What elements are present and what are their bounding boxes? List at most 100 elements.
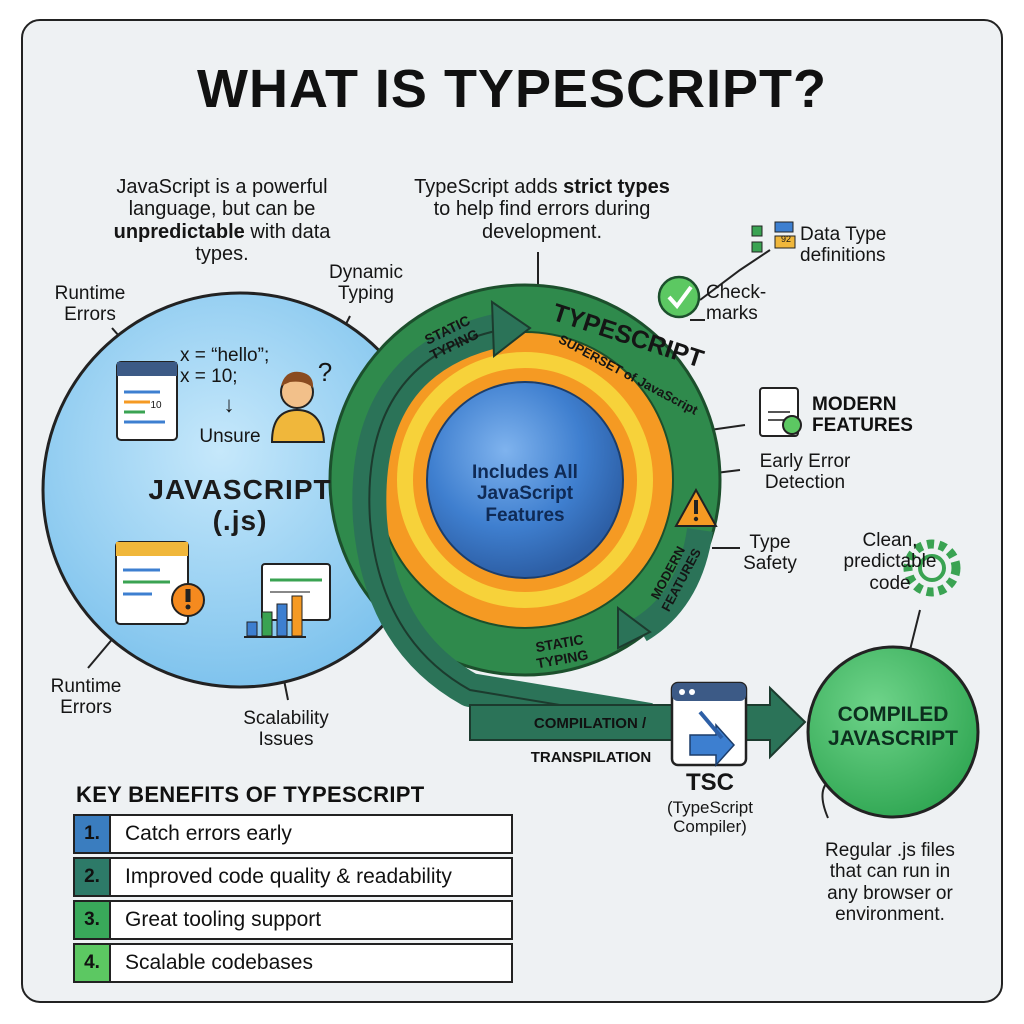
label-dynamic-typing: Dynamic Typing [306,262,426,305]
document-icon [759,387,802,437]
code-line: x = “hello”; [180,345,270,366]
data-type-icon [751,221,796,253]
label-line: any browser or [827,882,953,904]
intro-text: with data [244,220,331,243]
warning-icon [171,583,205,617]
label-line: Regular .js files [825,840,955,861]
compilation-label: COMPILATION / [533,715,647,732]
core-line: Features [485,504,565,526]
transpilation-label: TRANSPILATION [530,749,652,766]
compiled-description: Regular .js files that can run in any br… [800,840,980,925]
checkmark-icon [657,275,701,319]
intro-emphasis: strict types [563,176,670,198]
benefit-number: 4. [73,943,111,983]
label-line: predictable [843,551,937,573]
label-type-safety: Type Safety [732,532,808,575]
label-scalability-issues: Scalability Issues [226,708,346,751]
code-window-icon [115,541,189,625]
data-type-badge: 92 [780,234,791,244]
label-line: Type [749,532,791,553]
label-line: Scalability [243,708,329,729]
intro-line: TypeScript adds strict types [392,176,692,198]
benefit-text: Improved code quality & readability [125,865,452,888]
connector-line [699,249,771,301]
question-mark-icon: ? [317,357,333,387]
label-runtime-errors-bottom: Runtime Errors [26,676,146,719]
intro-line: unpredictable with data [72,221,372,243]
down-arrow-icon: ↓ [223,392,235,417]
label-clean-code: Clean, predictable code [830,530,950,594]
page-title: WHAT IS TYPESCRIPT? [196,59,827,119]
benefit-text: Catch errors early [125,822,292,845]
sweep-arrow-outline [368,329,651,721]
benefit-number: 1. [73,814,111,854]
label-line: environment. [835,903,945,925]
unsure-label: Unsure [199,426,261,447]
benefits-heading: KEY BENEFITS OF TYPESCRIPT [76,782,425,807]
javascript-title-line: (.js) [212,505,268,537]
label-early-error: Early Error Detection [740,451,870,494]
javascript-title-line: JAVASCRIPT [148,474,332,505]
sweep-arrow-head [490,300,532,358]
warning-triangle-icon [674,487,718,527]
intro-typescript: TypeScript adds strict types to help fin… [392,176,692,243]
label-line: Errors [64,304,116,326]
intro-line: types. [195,243,249,266]
intro-line: language, but can be [128,198,316,221]
intro-emphasis: unpredictable [113,220,245,243]
label-data-type: Data Type definitions [800,224,910,267]
compiled-js-circle [806,645,980,819]
gear-icon [903,539,961,597]
compiled-title: COMPILED JAVASCRIPT [818,703,968,750]
chart-icon [244,563,331,638]
code-number: 10 [150,400,162,411]
core-circle [426,381,624,579]
intro-text: TypeScript adds [414,176,564,198]
compiled-line: JAVASCRIPT [828,726,958,750]
label-line: Clean, [862,530,918,551]
code-line: x = 10; [180,366,238,388]
label-line: Runtime [50,676,122,697]
benefit-row: 2. Improved code quality & readability [73,857,513,897]
benefit-number: 3. [73,900,111,940]
label-line: Errors [60,697,112,719]
label-line: code [869,572,911,594]
benefit-text: Scalable codebases [125,951,313,974]
tsc-description: (TypeScript Compiler) [640,798,780,836]
label-line: Safety [743,553,797,575]
core-line: JavaScript [476,483,574,505]
benefit-text: Great tooling support [125,908,322,931]
compiled-line: COMPILED [837,703,949,726]
label-line: Runtime [54,283,126,304]
label-line: Early Error [759,451,851,472]
connector-line [909,609,921,651]
label-line: Check- [706,282,767,303]
intro-javascript: JavaScript is a powerful language, but c… [72,176,372,266]
label-line: that can run in [829,861,951,883]
tsc-line: Compiler) [673,817,747,837]
label-line: Issues [258,729,314,751]
label-line: MODERN [812,394,897,415]
benefit-row: 4. Scalable codebases [73,943,513,983]
label-line: Data Type [800,224,887,245]
code-snippet: x = “hello”; x = 10; [180,345,290,388]
javascript-title: JAVASCRIPT (.js) [130,474,350,537]
modern-arrow-head [617,606,652,650]
label-line: Detection [764,472,846,494]
core-text: Includes All JavaScript Features [445,462,605,526]
label-line: FEATURES [812,415,913,437]
intro-line: to help find errors during [433,198,651,221]
tsc-label: TSC [686,769,734,796]
label-runtime-errors-top: Runtime Errors [30,283,150,326]
label-line: Typing [338,283,394,305]
label-line: definitions [800,245,886,267]
label-modern-features: MODERN FEATURES [812,394,932,437]
intro-line: development. [481,220,603,243]
benefit-row: 3. Great tooling support [73,900,513,940]
benefit-row: 1. Catch errors early [73,814,513,854]
tsc-box-header [672,683,746,701]
connector-line [709,424,746,431]
label-line: marks [706,303,758,325]
person-icon [270,371,326,443]
